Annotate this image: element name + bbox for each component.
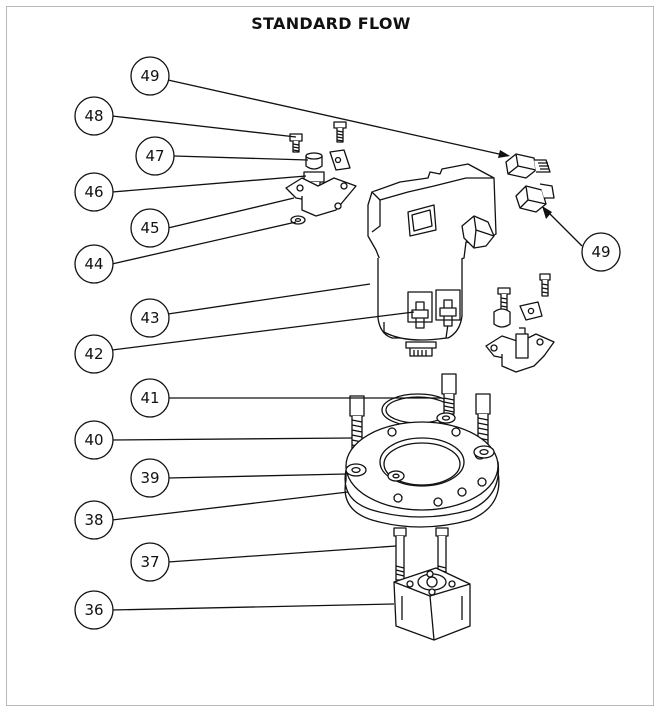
callout-49-lower: 49: [581, 232, 621, 272]
callout-47: 47: [135, 136, 175, 176]
diagram-title: STANDARD FLOW: [251, 14, 411, 33]
arrowheads: [498, 150, 552, 219]
mounting-flange: [344, 421, 500, 528]
svg-text:41: 41: [140, 389, 159, 407]
svg-text:47: 47: [145, 147, 164, 165]
callout-49-upper: 49: [130, 56, 170, 96]
svg-text:46: 46: [84, 183, 103, 201]
upper-small-parts: [285, 121, 357, 225]
callout-36: 36: [74, 590, 114, 630]
svg-text:48: 48: [84, 107, 103, 125]
svg-text:49: 49: [140, 67, 159, 85]
callouts: 49 48 47 46 45 44 49 43: [74, 56, 621, 630]
svg-text:42: 42: [84, 345, 103, 363]
callout-45: 45: [130, 208, 170, 248]
callout-46: 46: [74, 172, 114, 212]
callout-44: 44: [74, 244, 114, 284]
svg-text:45: 45: [140, 219, 159, 237]
callout-38: 38: [74, 500, 114, 540]
svg-text:38: 38: [84, 511, 103, 529]
svg-text:40: 40: [84, 431, 103, 449]
svg-text:39: 39: [140, 469, 159, 487]
callout-39: 39: [130, 458, 170, 498]
svg-text:43: 43: [140, 309, 159, 327]
callout-43: 43: [130, 298, 170, 338]
svg-text:37: 37: [140, 553, 159, 571]
diagram-frame: [6, 6, 654, 706]
right-terminal-kit: [485, 273, 555, 373]
svg-text:49: 49: [591, 243, 610, 261]
flat-washers: [345, 412, 495, 482]
adapter-block: [393, 567, 471, 641]
svg-text:44: 44: [84, 255, 103, 273]
callout-40: 40: [74, 420, 114, 460]
svg-text:36: 36: [84, 601, 103, 619]
terminal-studs: [407, 289, 461, 329]
fitting-upper: [505, 153, 551, 179]
callout-48: 48: [74, 96, 114, 136]
long-bolts: [393, 527, 449, 581]
leader-lines: [111, 79, 583, 611]
callout-41: 41: [130, 378, 170, 418]
callout-37: 37: [130, 542, 170, 582]
callout-42: 42: [74, 334, 114, 374]
fitting-lower: [515, 183, 555, 213]
motor-housing: [367, 163, 497, 357]
